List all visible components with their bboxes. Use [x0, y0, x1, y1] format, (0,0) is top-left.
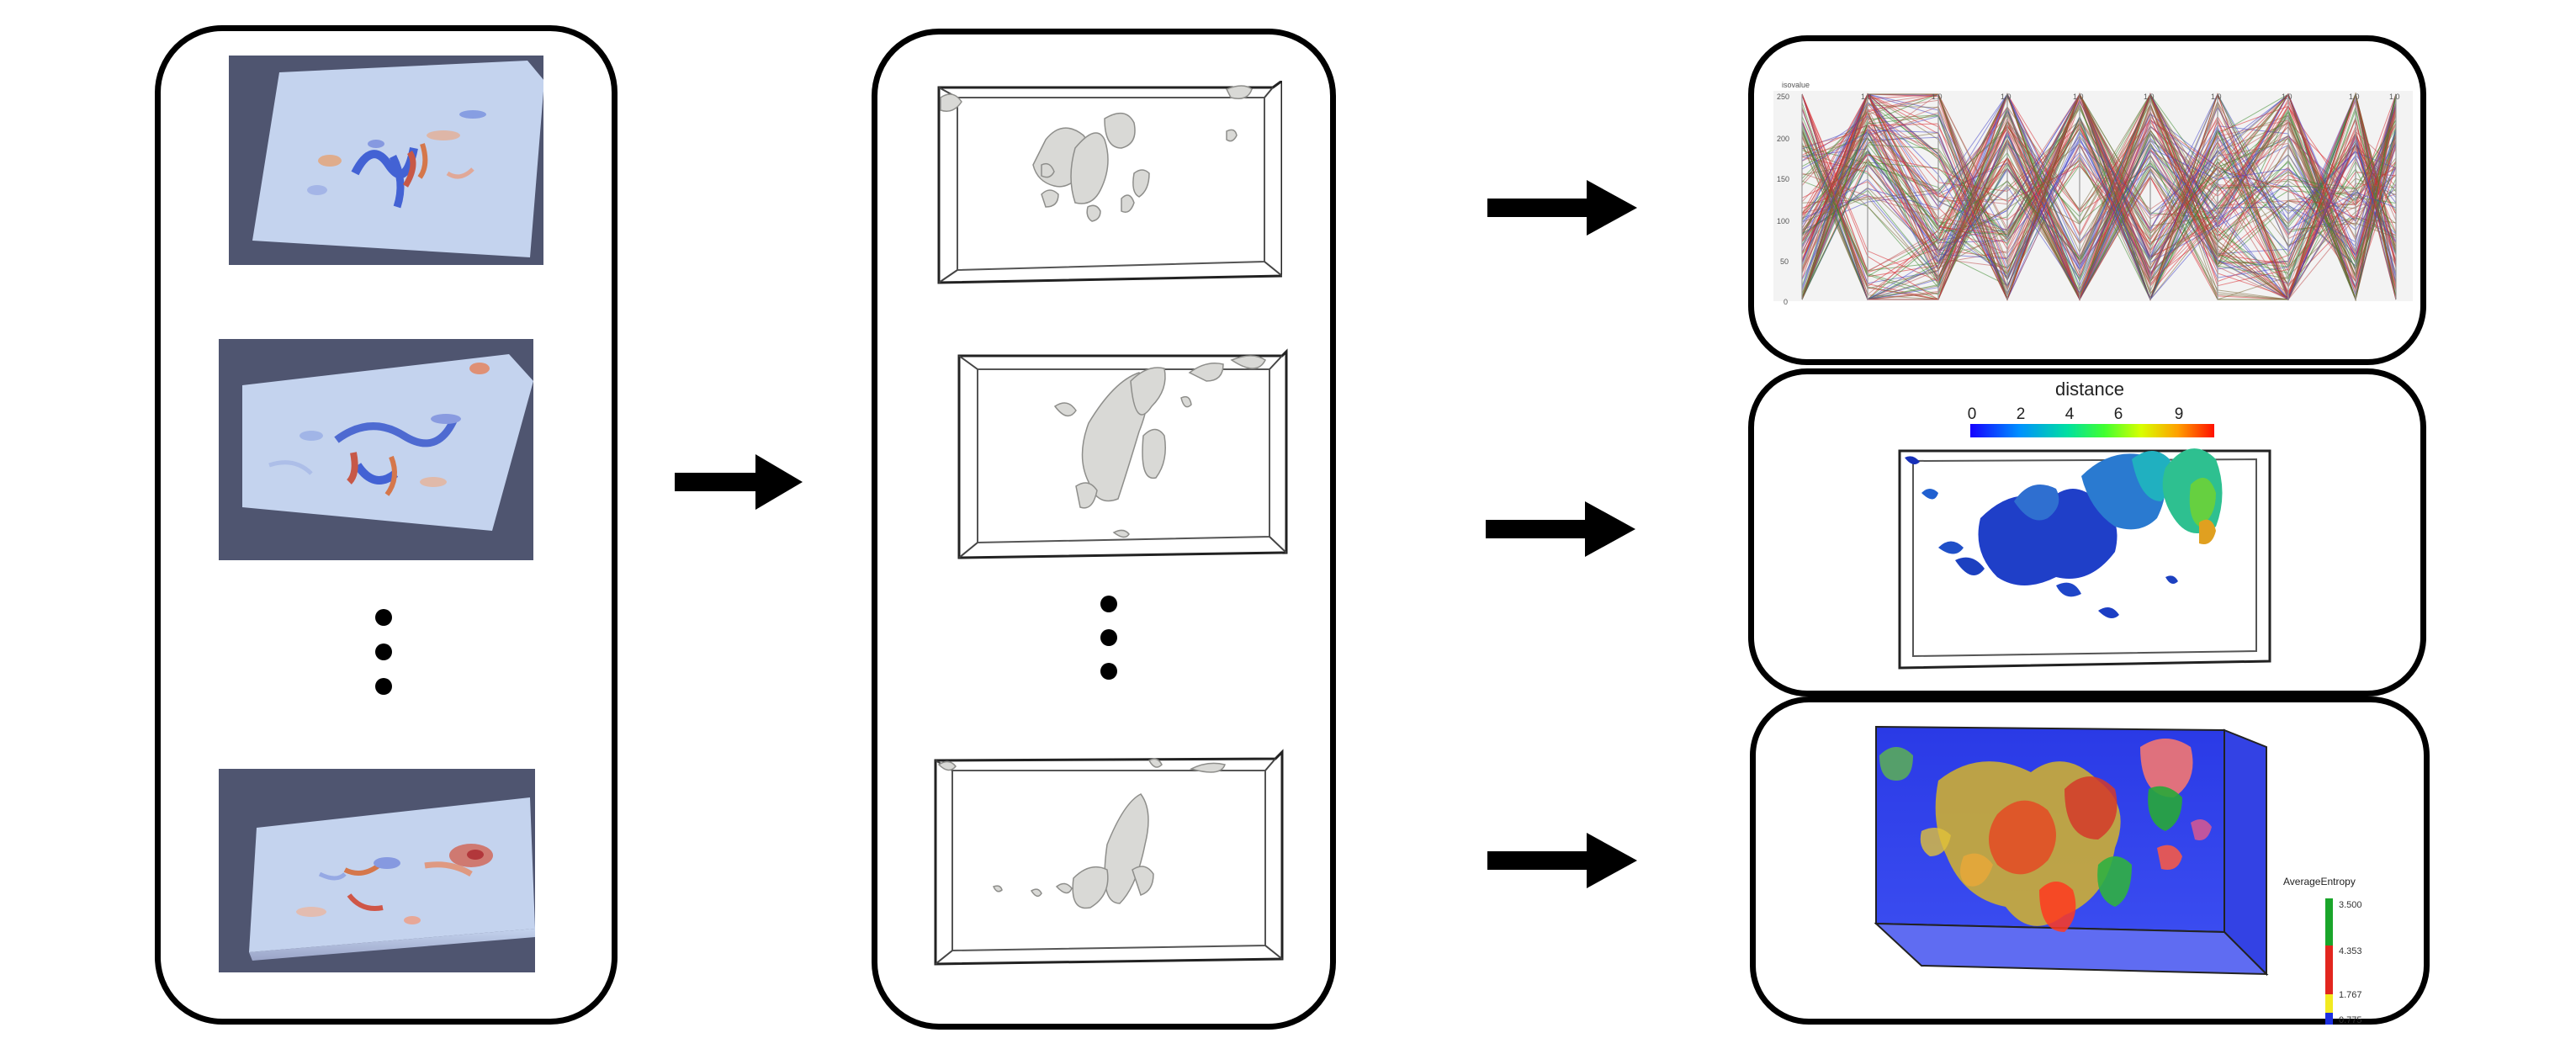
distance-view: distance 0 2 4 6 9	[1888, 375, 2275, 678]
pc-polyline	[1801, 106, 2397, 284]
distance-tick: 0	[1968, 405, 1977, 423]
pc-ytick: 150	[1777, 175, 1789, 183]
pc-axis-top-tick: 1.0	[2389, 93, 2400, 101]
isosurface-thumbnail-3	[930, 744, 1284, 967]
entropy-legend-swatch-blue	[2325, 1013, 2333, 1025]
pc-polyline	[1801, 93, 2397, 301]
entropy-legend-swatch-green	[2325, 898, 2333, 945]
pc-ytick: 200	[1777, 135, 1789, 143]
distance-tick: 6	[2114, 405, 2123, 423]
slice-thumbnail-1	[229, 56, 543, 265]
pc-polyline	[1801, 93, 2397, 301]
pc-axis-top-tick: 1.0	[2144, 93, 2155, 101]
pc-axis-title: isovalue	[1782, 81, 1810, 89]
pc-ytick: 100	[1777, 217, 1789, 225]
pc-polyline	[1801, 101, 2397, 301]
entropy-legend-value: 4.353	[2339, 946, 2362, 956]
pc-axis-top-tick: 1.0	[2001, 93, 2012, 101]
arrow-to-parallel-coords	[1487, 180, 1637, 236]
isosurface-panel	[872, 29, 1336, 1030]
arrow-to-distance-view	[1486, 501, 1635, 557]
distance-tick: 9	[2175, 405, 2184, 423]
slice-thumbnail-2	[219, 339, 533, 560]
pc-polyline	[1801, 93, 2397, 289]
slice-thumbnail-3	[219, 769, 535, 972]
arrow-to-entropy-view	[1487, 833, 1637, 888]
pc-polyline	[1801, 121, 2397, 300]
pc-polyline	[1801, 93, 2397, 300]
pc-polyline	[1801, 93, 2397, 297]
entropy-legend-value: 3.500	[2339, 900, 2362, 910]
pc-polyline	[1801, 111, 2397, 273]
isosurface-thumbnail-2	[954, 347, 1291, 561]
isosurface-thumbnail-1	[932, 81, 1282, 286]
entropy-legend-title: AverageEntropy	[2283, 876, 2356, 887]
distance-colorbar-title: distance	[2055, 379, 2124, 400]
pc-polyline	[1801, 93, 2397, 301]
pc-polyline	[1801, 93, 2397, 300]
pc-axis-top-tick: 1.0	[2211, 93, 2222, 101]
pc-ytick: 50	[1780, 257, 1789, 266]
distance-colorbar	[1970, 424, 2214, 437]
pc-polyline	[1801, 125, 2397, 298]
entropy-legend-value: 0.775	[2339, 1015, 2362, 1025]
pc-axis-top-tick: 1.0	[2073, 93, 2084, 101]
pc-polyline	[1801, 93, 2397, 268]
pc-polyline	[1801, 93, 2397, 301]
distance-tick: 2	[2017, 405, 2026, 423]
arrow-slices-to-isosurfaces	[675, 454, 803, 510]
pc-axis-top-tick: 1.0	[1932, 93, 1943, 101]
more-slices-ellipsis	[374, 607, 394, 700]
pc-axis-top-tick: 1.0	[2349, 93, 2360, 101]
pc-ytick: 250	[1777, 93, 1789, 101]
entropy-view: AverageEntropy 3.500 4.353 1.767 0.775	[1871, 722, 2418, 1025]
entropy-legend-value: 1.767	[2339, 990, 2362, 1000]
more-isosurfaces-ellipsis	[1099, 594, 1119, 681]
entropy-legend-swatch-yellow	[2325, 994, 2333, 1013]
pc-polyline	[1801, 101, 2397, 284]
pc-axis-top-tick: 1.0	[1861, 93, 1872, 101]
pc-ytick: 0	[1784, 298, 1788, 306]
entropy-legend-swatch-red	[2325, 945, 2333, 994]
pc-axis-top-tick: 1.0	[2282, 93, 2292, 101]
parallel-coords-plot: isovalue 250 200 150 100 50 0 1.0 1.0 1.0 1…	[1773, 74, 2413, 315]
pc-polyline	[1801, 93, 2397, 278]
pc-polyline	[1801, 103, 2397, 301]
distance-tick: 4	[2065, 405, 2075, 423]
pc-polyline	[1801, 93, 2397, 295]
